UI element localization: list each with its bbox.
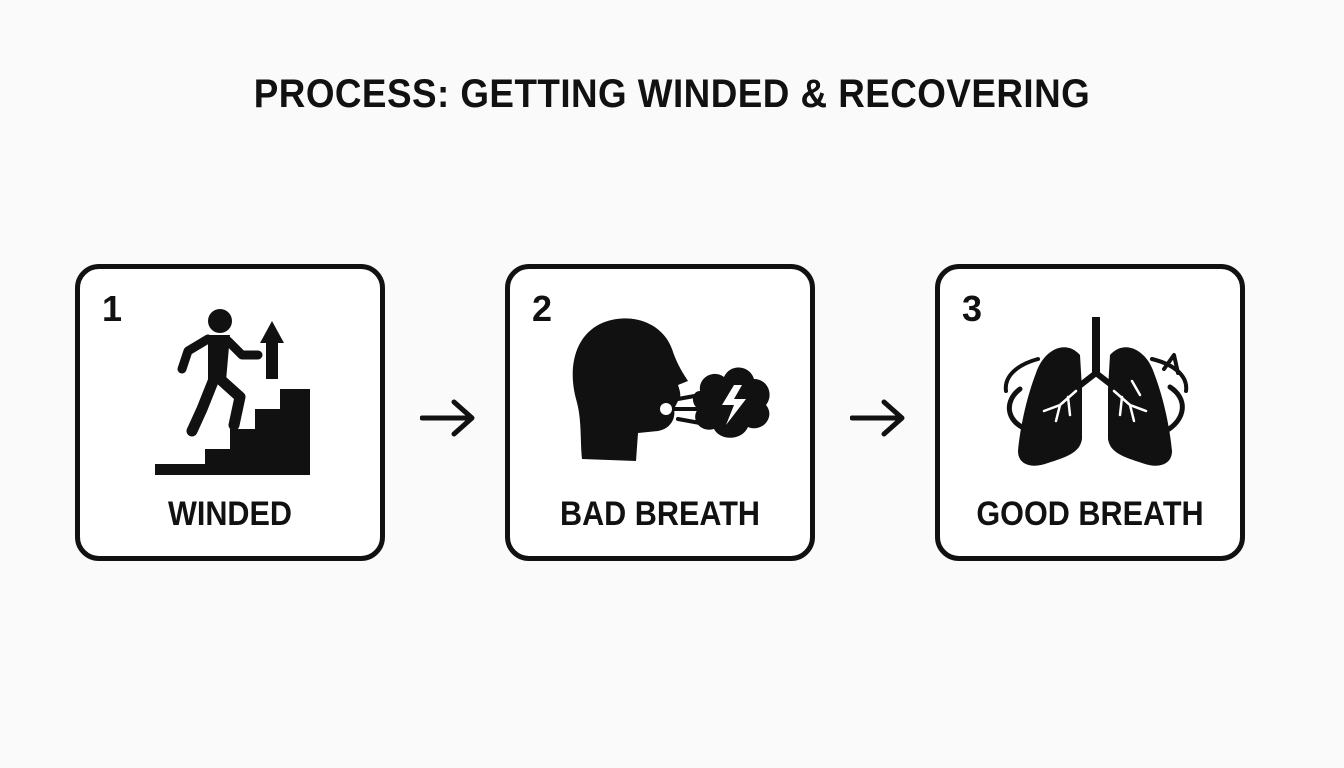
step-card-bad-breath: 2 BAD BREATH	[505, 264, 815, 561]
step-number: 3	[962, 288, 983, 329]
head-exhaling-cloud-icon	[572, 318, 770, 461]
lungs-circulating-icon	[1003, 317, 1189, 466]
right-arrow-icon	[420, 399, 475, 437]
step-label: BAD BREATH	[559, 495, 761, 533]
step-card-good-breath: 3 GOOD BREATH	[935, 264, 1245, 561]
page-title: PROCESS: GETTING WINDED & RECOVERING	[253, 72, 1091, 116]
step-card-winded: 1 WINDED	[75, 264, 385, 561]
step-label: WINDED	[167, 495, 293, 533]
step-number: 1	[102, 288, 123, 329]
right-arrow-icon	[850, 399, 905, 437]
person-climbing-stairs-icon	[155, 309, 310, 475]
step-label: GOOD BREATH	[976, 495, 1204, 533]
step-number: 2	[532, 288, 553, 329]
